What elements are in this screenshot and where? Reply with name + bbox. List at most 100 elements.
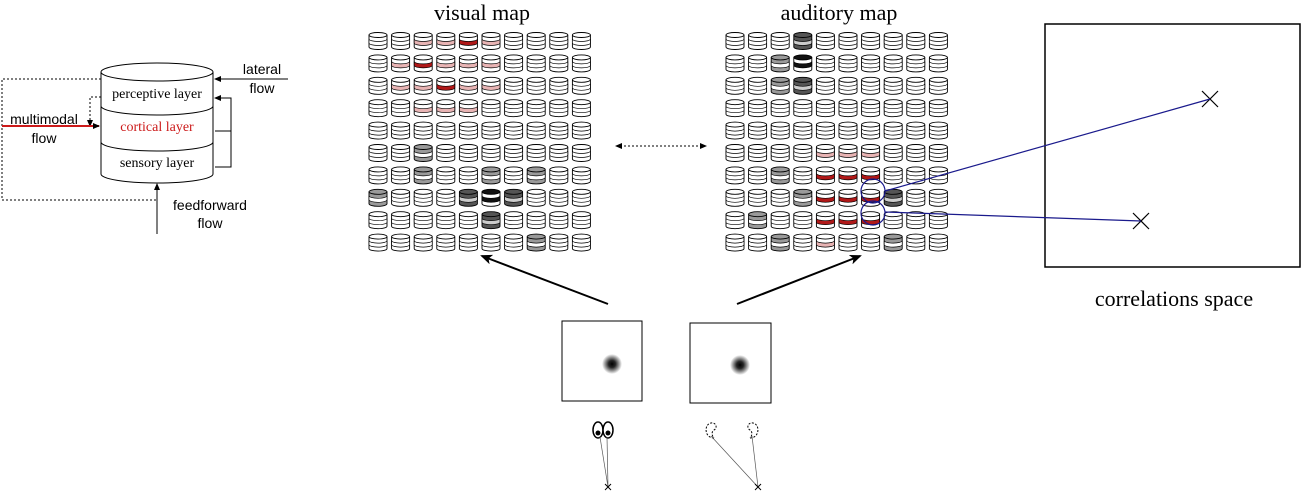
map-cell: [770, 54, 790, 73]
map-cell: [793, 233, 813, 252]
map-cell: [571, 54, 591, 73]
map-cell: [571, 211, 591, 230]
map-cell: [861, 32, 881, 50]
map-cell: [815, 188, 835, 207]
map-cell: [838, 99, 858, 118]
visual-map-grid: [368, 32, 591, 252]
dotted-inner-loop: [87, 96, 101, 127]
visual-stimulus-panel: [561, 320, 643, 402]
map-cell: [861, 99, 881, 118]
map-cell: [549, 166, 569, 185]
map-cell: [481, 233, 501, 252]
map-cell: [549, 32, 569, 50]
map-cell: [458, 99, 478, 118]
map-cell: [504, 188, 524, 207]
map-cell: [504, 233, 524, 252]
map-cell: [838, 144, 858, 162]
map-cell: [549, 233, 569, 252]
map-cell: [906, 99, 926, 118]
map-cell: [861, 188, 881, 207]
map-cell: [436, 32, 456, 50]
map-cell: [436, 144, 456, 162]
map-cell: [725, 32, 745, 50]
map-cell: [549, 144, 569, 162]
map-cell: [413, 166, 433, 185]
auditory-map-grid: [725, 32, 948, 252]
map-cell: [748, 211, 768, 230]
map-cell: [571, 121, 591, 140]
highlighted-cell-ring-1: [860, 178, 886, 204]
map-cell: [526, 211, 546, 230]
dotted-loop: [1, 78, 157, 201]
map-cell: [815, 211, 835, 230]
map-cell: [793, 32, 813, 50]
map-cell: [458, 121, 478, 140]
correlations-space-label: correlations space: [1095, 286, 1253, 311]
map-cell: [793, 188, 813, 207]
map-cell: [725, 121, 745, 140]
map-cell: [526, 99, 546, 118]
map-cell: [928, 99, 948, 118]
map-cell: [861, 211, 881, 230]
map-cell: [368, 99, 388, 118]
map-cell: [504, 76, 524, 95]
auditory-sound-line-2: [751, 435, 759, 488]
map-cell: [368, 233, 388, 252]
map-cell: [928, 121, 948, 140]
map-cell: [413, 211, 433, 230]
map-cell: [883, 188, 903, 207]
map-cell: [928, 144, 948, 162]
map-cell: [815, 99, 835, 118]
map-cell: [928, 233, 948, 252]
map-cell: [413, 121, 433, 140]
map-cell: [928, 76, 948, 95]
x-icon: [754, 483, 762, 491]
map-cell: [838, 166, 858, 185]
map-cell: [571, 166, 591, 185]
map-cell: [481, 99, 501, 118]
visual-sight-line-1: [599, 436, 609, 488]
map-cell: [391, 76, 411, 95]
map-cell: [413, 188, 433, 207]
map-cell: [815, 32, 835, 50]
map-cell: [436, 121, 456, 140]
feedforward-flow-label-2: flow: [198, 215, 224, 231]
map-cell: [391, 144, 411, 162]
map-cell: [481, 32, 501, 50]
map-cell: [549, 188, 569, 207]
map-cell: [906, 121, 926, 140]
map-cell: [906, 32, 926, 50]
map-cell: [861, 144, 881, 162]
map-cell: [861, 166, 881, 185]
map-cell: [368, 121, 388, 140]
map-cell: [838, 188, 858, 207]
map-cell: [391, 233, 411, 252]
map-cell: [928, 166, 948, 185]
map-cell: [458, 211, 478, 230]
map-cell: [391, 188, 411, 207]
map-cell: [883, 144, 903, 162]
map-cell: [391, 166, 411, 185]
visual-map-title: visual map: [434, 0, 530, 25]
map-cell: [883, 166, 903, 185]
map-cell: [571, 99, 591, 118]
auditory-stimulus-panel: [689, 322, 772, 404]
map-cell: [748, 32, 768, 50]
map-cell: [413, 54, 433, 73]
map-cell: [413, 32, 433, 50]
map-cell: [526, 233, 546, 252]
map-cell: [748, 166, 768, 185]
map-cell: [838, 233, 858, 252]
map-cell: [770, 211, 790, 230]
map-cell: [368, 54, 388, 73]
sensory-layer-label: sensory layer: [120, 156, 195, 171]
map-cell: [504, 166, 524, 185]
map-cell: [571, 188, 591, 207]
map-cell: [815, 54, 835, 73]
map-cell: [458, 233, 478, 252]
map-cell: [436, 166, 456, 185]
feedforward-flow-label-1: feedforward: [173, 197, 247, 213]
map-cell: [526, 166, 546, 185]
map-cell: [526, 188, 546, 207]
